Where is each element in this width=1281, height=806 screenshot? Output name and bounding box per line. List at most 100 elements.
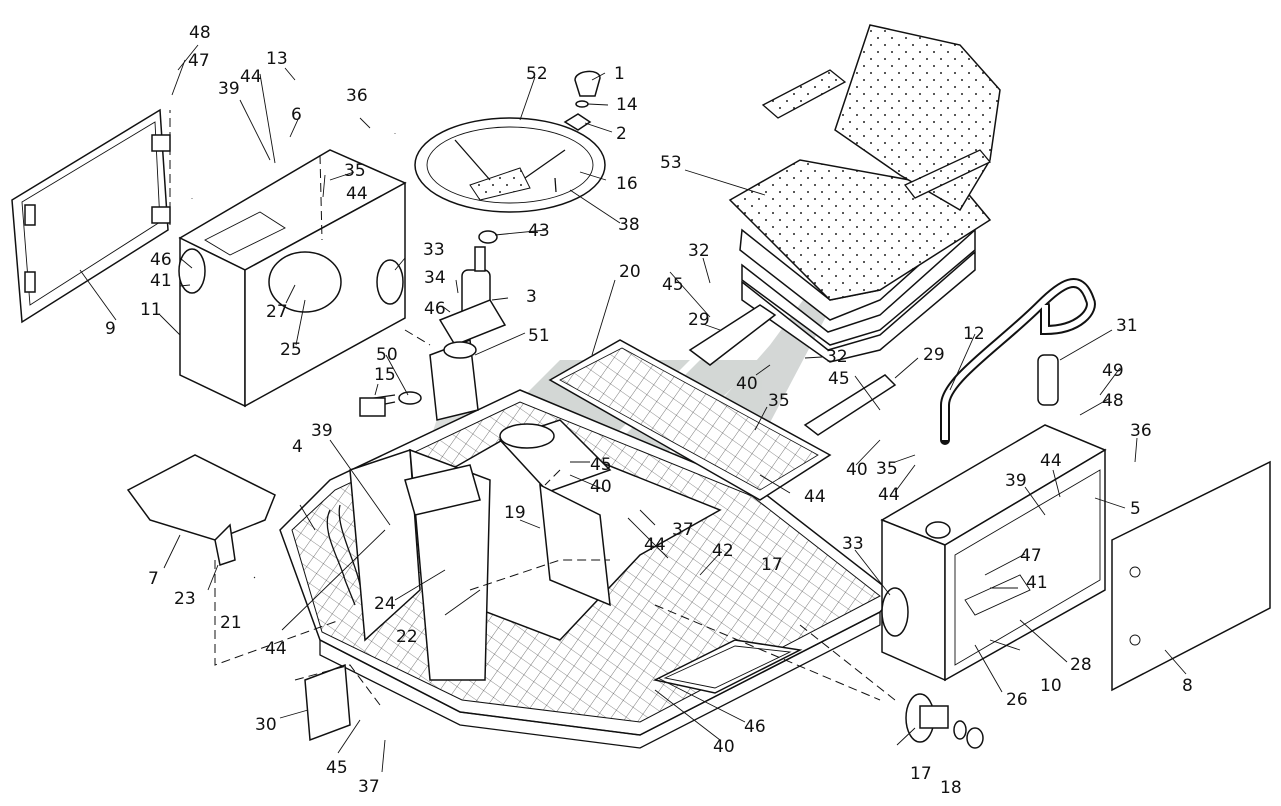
callout-52: 53 bbox=[660, 153, 682, 173]
callout-48a: 48 bbox=[189, 23, 211, 43]
cover-plate bbox=[539, 483, 611, 607]
callout-21: 21 bbox=[220, 613, 242, 633]
callout-41b: 41 bbox=[1026, 573, 1048, 593]
callout-19: 19 bbox=[504, 503, 526, 523]
callout-40b: 40 bbox=[846, 460, 868, 480]
seat-bracket-rear bbox=[688, 304, 777, 366]
callout-47b: 48 bbox=[1102, 391, 1124, 411]
callout-44b: 44 bbox=[346, 184, 368, 204]
callout-39c: 39 bbox=[1005, 471, 1027, 491]
callout-41a: 41 bbox=[150, 271, 172, 291]
callout-40a: 40 bbox=[736, 374, 758, 394]
callout-1: 1 bbox=[614, 64, 625, 84]
callout-44c: 44 bbox=[644, 535, 666, 555]
right-handrail bbox=[940, 278, 1096, 445]
callout-14: 14 bbox=[616, 95, 638, 115]
callout-5: 5 bbox=[1130, 499, 1141, 519]
callout-48b: 49 bbox=[1102, 361, 1124, 381]
callout-22: 22 bbox=[396, 627, 418, 647]
callout-12: 12 bbox=[963, 324, 985, 344]
callout-42: 42 bbox=[712, 541, 734, 561]
callout-33a: 33 bbox=[423, 240, 445, 260]
callout-45d: 46 bbox=[744, 717, 766, 737]
steering-wheel bbox=[414, 117, 606, 213]
side-cover bbox=[126, 454, 276, 541]
callout-24: 24 bbox=[374, 594, 396, 614]
seat-bracket-front bbox=[803, 374, 897, 436]
callout-51: 52 bbox=[526, 64, 548, 84]
callout-44f: 44 bbox=[1040, 451, 1062, 471]
callout-10: 10 bbox=[1040, 676, 1062, 696]
callout-43: 43 bbox=[528, 221, 550, 241]
callout-44e: 44 bbox=[878, 485, 900, 505]
callout-46c: 47 bbox=[1020, 546, 1042, 566]
steering-column bbox=[359, 230, 507, 421]
callout-29b: 29 bbox=[923, 345, 945, 365]
callout-35a: 35 bbox=[344, 161, 366, 181]
callout-46b: 46 bbox=[424, 299, 446, 319]
callout-13: 13 bbox=[266, 49, 288, 69]
callout-23: 23 bbox=[174, 589, 196, 609]
callout-45b: 45 bbox=[828, 369, 850, 389]
callout-28: 28 bbox=[1070, 655, 1092, 675]
callout-labels: 1 2 3 4 5 6 7 8 9 10 11 12 13 14 15 16 1… bbox=[105, 23, 1193, 798]
post-tube bbox=[1037, 354, 1059, 406]
callout-8: 8 bbox=[1182, 676, 1193, 696]
callout-3: 3 bbox=[526, 287, 537, 307]
callout-16: 16 bbox=[616, 174, 638, 194]
knob-assembly bbox=[554, 70, 601, 193]
front-floor-mat bbox=[548, 339, 832, 501]
callout-17b: 17 bbox=[910, 764, 932, 784]
callout-17a: 17 bbox=[761, 555, 783, 575]
callout-44g: 44 bbox=[265, 639, 287, 659]
callout-37a: 37 bbox=[672, 520, 694, 540]
callout-31: 31 bbox=[1116, 316, 1138, 336]
callout-40d: 40 bbox=[713, 737, 735, 757]
callout-46a: 46 bbox=[150, 250, 172, 270]
callout-45a: 45 bbox=[662, 275, 684, 295]
callout-9: 9 bbox=[105, 319, 116, 339]
callout-40c: 40 bbox=[590, 477, 612, 497]
callout-15: 15 bbox=[374, 365, 396, 385]
left-door bbox=[11, 108, 171, 324]
callout-44d: 44 bbox=[804, 487, 826, 507]
callout-2: 2 bbox=[616, 124, 627, 144]
callout-32a: 32 bbox=[688, 241, 710, 261]
callout-26: 26 bbox=[1006, 690, 1028, 710]
callout-18: 18 bbox=[940, 778, 962, 798]
callout-49: 50 bbox=[376, 345, 398, 365]
callout-35c: 35 bbox=[876, 459, 898, 479]
callout-11: 11 bbox=[140, 300, 162, 320]
callout-44h: 45 bbox=[326, 758, 348, 778]
callout-39a: 39 bbox=[218, 79, 240, 99]
callout-33b: 33 bbox=[842, 534, 864, 554]
callout-47a: 47 bbox=[188, 51, 210, 71]
callout-32b: 32 bbox=[826, 347, 848, 367]
callout-25: 25 bbox=[280, 340, 302, 360]
right-door bbox=[1111, 460, 1271, 692]
callout-20: 20 bbox=[619, 262, 641, 282]
callout-36a: 36 bbox=[346, 86, 368, 106]
callout-6: 6 bbox=[291, 105, 302, 125]
callout-7: 7 bbox=[148, 569, 159, 589]
callout-50: 51 bbox=[528, 326, 550, 346]
operator-seat bbox=[728, 24, 1001, 363]
callout-39b: 39 bbox=[311, 421, 333, 441]
callout-30: 30 bbox=[255, 715, 277, 735]
callout-4: 4 bbox=[292, 437, 303, 457]
callout-35b: 35 bbox=[768, 391, 790, 411]
assembly-guide-lines bbox=[169, 110, 896, 706]
callout-45c: 45 bbox=[590, 455, 612, 475]
left-storage-box bbox=[178, 149, 407, 408]
bottom-cover-plate bbox=[304, 663, 351, 742]
callout-38: 38 bbox=[618, 215, 640, 235]
callout-37b: 37 bbox=[358, 777, 380, 797]
callout-34: 34 bbox=[424, 268, 446, 288]
right-storage-box bbox=[880, 424, 1107, 682]
callout-44a: 44 bbox=[240, 67, 262, 87]
steering-console bbox=[349, 448, 491, 681]
leader-lines bbox=[79, 44, 1187, 773]
damper-mount bbox=[905, 693, 984, 749]
callout-27: 27 bbox=[266, 302, 288, 322]
